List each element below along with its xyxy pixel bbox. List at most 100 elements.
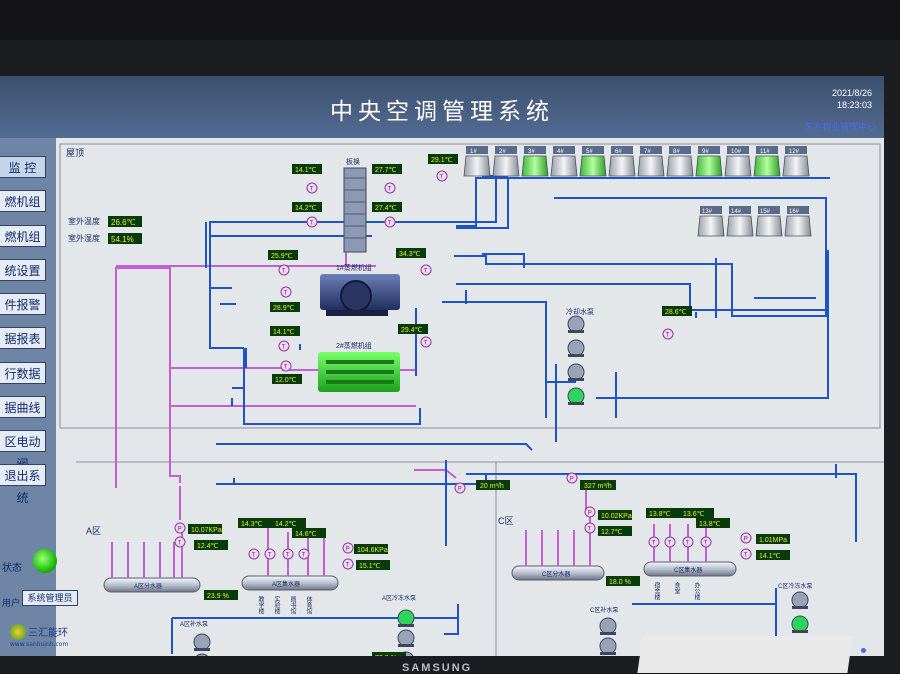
sensor-14: P <box>566 472 578 484</box>
zone-reading-18: 18.0 % <box>606 576 640 586</box>
cooling-tower[interactable]: 2# <box>492 146 520 177</box>
zone-reading-4-box <box>272 518 306 528</box>
nav-zone-valves[interactable]: 区电动阀 <box>0 430 46 471</box>
cooling-tower[interactable]: 16# <box>784 206 812 237</box>
temp-reading-4: 27.4℃ <box>372 202 402 212</box>
svg-text:T: T <box>440 175 444 181</box>
zone-c-pump[interactable] <box>599 617 617 635</box>
sensor-9: T <box>278 340 290 352</box>
zone-reading-12: 12.7℃ <box>598 526 632 536</box>
zone-c-collector[interactable]: C区集水器 <box>643 561 737 577</box>
cooling-water-pump[interactable] <box>567 363 585 381</box>
nav-unit-1[interactable]: 燃机组 <box>0 190 46 212</box>
zone-a-makeup-pump-label: A区补水泵 <box>180 620 208 628</box>
hvac-schematic: 屋顶 室外温度 26.6℃ 室外湿度 54.1% <box>59 143 884 656</box>
zone-reading-12-box <box>598 526 632 536</box>
cooling-tower[interactable]: 10# <box>724 146 752 177</box>
cooling-pumps <box>567 315 585 405</box>
nav-unit-2[interactable]: 燃机组 <box>0 225 46 247</box>
cooling-tower-label: 1# <box>470 149 477 155</box>
cooling-tower[interactable]: 7# <box>637 146 665 177</box>
cooling-tower-label: 14# <box>731 209 742 215</box>
zone-a-pump[interactable] <box>193 633 211 651</box>
zone-reading-17-value: 14.1℃ <box>759 553 781 560</box>
status-indicator <box>33 549 57 573</box>
cooling-tower-label: 7# <box>644 149 651 155</box>
svg-text:T: T <box>652 541 656 547</box>
cooling-tower[interactable]: 13# <box>697 206 725 237</box>
time-display: 18:23:03 <box>836 100 872 110</box>
nav-runtime-data[interactable]: 行数据 <box>0 362 46 384</box>
cooling-tower[interactable]: 4# <box>550 146 578 177</box>
plate-hx-label: 板换 <box>346 157 360 166</box>
temp-reading-10: 29.4℃ <box>398 324 428 334</box>
cooling-water-pump[interactable] <box>567 315 585 333</box>
temp-reading-5-value: 29.1℃ <box>431 157 453 164</box>
cooling-tower-label: 11# <box>760 149 770 155</box>
temp-reading-2: 27.7℃ <box>372 164 402 174</box>
sensor-3: T <box>384 182 396 194</box>
temp-reading-6: 25.9℃ <box>268 250 298 260</box>
cooling-tower-label: 10# <box>731 149 742 155</box>
zone-c-pump[interactable] <box>791 615 809 633</box>
zone-sensor-8: T <box>342 558 354 570</box>
zone-reading-11: 10.02KPa <box>598 510 632 520</box>
cooling-tower[interactable]: 11# <box>753 146 781 177</box>
zone-sensor-15: P <box>740 532 752 544</box>
svg-text:T: T <box>282 345 286 351</box>
zone-a-collector[interactable]: A区集水器 <box>241 575 339 591</box>
cooling-tower[interactable]: 3# <box>521 146 549 177</box>
temp-reading-3-value: 14.2℃ <box>295 205 317 212</box>
temp-reading-9-box <box>270 326 300 336</box>
zone-a-distributor[interactable]: A区分水器 <box>103 577 201 593</box>
cooling-tower[interactable]: 15# <box>755 206 783 237</box>
chiller-1[interactable]: 1#蒸燃机组 <box>320 263 400 316</box>
cooling-water-pump[interactable] <box>567 339 585 357</box>
zone-c-loops: 宿舍楼食堂办公楼 <box>653 581 700 601</box>
cooling-tower[interactable]: 5# <box>579 146 607 177</box>
cooling-water-pump[interactable] <box>567 387 585 405</box>
cooling-tower[interactable]: 1# <box>463 146 491 177</box>
zone-reading-4: 14.2℃ <box>272 518 306 528</box>
nav-monitor[interactable]: 监 控 <box>0 156 46 178</box>
cooling-tower[interactable]: 14# <box>726 206 754 237</box>
chiller-2[interactable]: 2#蒸燃机组 <box>318 341 400 392</box>
nav-reports[interactable]: 据报表 <box>0 327 46 349</box>
zone-a-pump[interactable] <box>397 629 415 647</box>
temp-reading-6-value: 25.9℃ <box>271 253 293 260</box>
nav-settings[interactable]: 统设置 <box>0 259 46 281</box>
zone-c-chw-pump-label: C区冷冻水泵 <box>778 582 812 590</box>
cooling-tower-label: 5# <box>586 149 593 155</box>
temp-reading-4-value: 27.4℃ <box>375 205 397 212</box>
cooling-tower[interactable]: 12# <box>782 146 810 177</box>
temp-reading-10-value: 29.4℃ <box>401 327 423 334</box>
zone-a-pump[interactable] <box>194 653 210 656</box>
temp-reading-9-value: 14.1℃ <box>273 329 295 336</box>
svg-text:P: P <box>588 511 592 517</box>
nav-alarms[interactable]: 件报警 <box>0 293 46 315</box>
sensor-13: P <box>454 482 466 494</box>
cooling-tower[interactable]: 8# <box>666 146 694 177</box>
zone-c-distributor[interactable]: C区分水器 <box>511 565 605 581</box>
outdoor-temp-value: 26.6℃ <box>111 218 136 227</box>
zone-c-pump[interactable] <box>599 637 617 655</box>
zone-c-pump[interactable] <box>791 591 809 609</box>
svg-text:T: T <box>424 341 428 347</box>
nav-exit[interactable]: 退出系统 <box>0 464 46 505</box>
plate-heat-exchanger[interactable]: 板换 <box>343 157 367 253</box>
zone-reading-16: 1.01MPa <box>756 534 790 544</box>
zone-reading-9-value: 70.0 % <box>375 655 397 656</box>
cooling-tower[interactable]: 9# <box>695 146 723 177</box>
roof-frame <box>59 143 881 429</box>
svg-text:T: T <box>668 541 672 547</box>
zone-a-pump[interactable] <box>397 609 415 627</box>
zone-reading-1-value: 10.07KPa <box>191 527 222 534</box>
chiller-1-label: 1#蒸燃机组 <box>336 263 372 272</box>
nav-curves[interactable]: 据曲线 <box>0 396 46 418</box>
cooling-tower[interactable]: 6# <box>608 146 636 177</box>
temp-reading-3-box <box>292 202 322 212</box>
temp-reading-12-value: 28.6℃ <box>665 309 687 316</box>
zone-reading-6-value: 104.6KPa <box>357 547 388 554</box>
